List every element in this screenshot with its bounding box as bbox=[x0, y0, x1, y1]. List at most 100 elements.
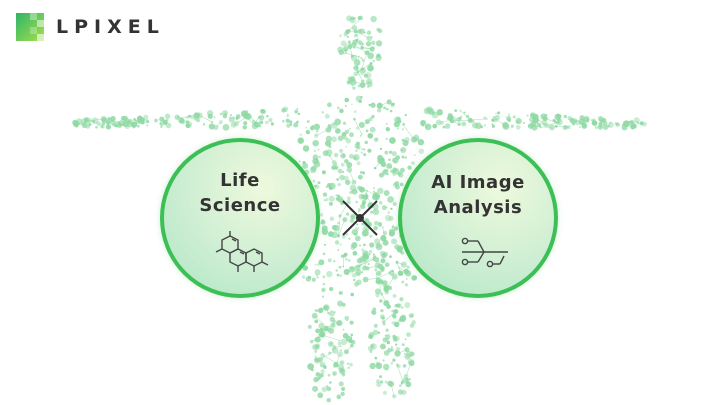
figure-dot bbox=[285, 118, 290, 123]
figure-dot bbox=[391, 313, 397, 319]
figure-dot bbox=[366, 30, 372, 35]
figure-dot bbox=[376, 277, 379, 280]
figure-dot bbox=[390, 166, 393, 169]
figure-dot bbox=[363, 73, 368, 78]
figure-dot bbox=[206, 110, 214, 117]
figure-dot bbox=[344, 48, 347, 52]
figure-dot bbox=[370, 15, 377, 23]
figure-dot bbox=[377, 187, 384, 195]
figure-dot bbox=[341, 373, 346, 377]
figure-dot bbox=[321, 295, 325, 298]
figure-dot bbox=[325, 135, 332, 142]
figure-link bbox=[396, 363, 404, 382]
figure-dot bbox=[345, 233, 349, 236]
figure-dot bbox=[337, 194, 341, 198]
figure-dot bbox=[193, 112, 200, 119]
figure-dot bbox=[334, 165, 339, 170]
figure-dot bbox=[314, 269, 321, 276]
figure-dot bbox=[327, 258, 332, 263]
figure-dot bbox=[579, 115, 585, 121]
figure-dot bbox=[105, 124, 112, 130]
figure-dot bbox=[399, 272, 403, 276]
figure-dot bbox=[360, 79, 365, 84]
figure-dot bbox=[342, 265, 345, 268]
figure-dot bbox=[380, 235, 387, 242]
figure-dot bbox=[326, 386, 332, 392]
figure-dot bbox=[361, 59, 365, 62]
figure-dot bbox=[379, 299, 383, 303]
figure-dot bbox=[314, 263, 317, 266]
figure-dot bbox=[187, 125, 190, 129]
figure-dot bbox=[317, 376, 321, 380]
figure-dot bbox=[270, 122, 274, 126]
figure-dot bbox=[325, 197, 329, 202]
figure-dot bbox=[491, 124, 495, 128]
figure-dot bbox=[91, 117, 99, 124]
figure-dot bbox=[338, 148, 344, 154]
figure-dot bbox=[323, 304, 330, 312]
figure-dot bbox=[502, 122, 510, 130]
figure-dot bbox=[454, 109, 458, 112]
figure-dot bbox=[400, 381, 404, 385]
figure-dot bbox=[339, 345, 342, 348]
figure-dot bbox=[585, 118, 590, 123]
figure-dot bbox=[409, 323, 415, 328]
figure-dot bbox=[432, 123, 438, 129]
figure-dot bbox=[325, 185, 328, 188]
figure-dot bbox=[399, 167, 405, 173]
figure-dot bbox=[375, 362, 383, 370]
figure-dot bbox=[369, 62, 373, 66]
brand-logo[interactable]: LPIXEL bbox=[16, 13, 165, 41]
figure-dot bbox=[554, 120, 558, 124]
figure-dot bbox=[379, 147, 383, 151]
figure-dot bbox=[381, 205, 387, 211]
figure-dot bbox=[339, 34, 342, 38]
figure-dot bbox=[442, 125, 446, 129]
figure-dot bbox=[314, 355, 317, 358]
figure-dot bbox=[362, 229, 369, 237]
figure-dot bbox=[349, 320, 354, 325]
figure-dot bbox=[323, 325, 329, 332]
figure-dot bbox=[339, 368, 344, 372]
figure-dot bbox=[378, 201, 383, 205]
figure-dot bbox=[371, 36, 374, 39]
figure-dot bbox=[328, 201, 333, 206]
figure-dot bbox=[369, 234, 373, 238]
figure-dot bbox=[472, 122, 479, 129]
figure-dot bbox=[401, 128, 404, 131]
figure-dot bbox=[322, 170, 326, 175]
figure-dot bbox=[390, 361, 394, 365]
figure-dot bbox=[357, 15, 362, 21]
figure-dot bbox=[320, 219, 326, 225]
figure-dot bbox=[401, 314, 406, 319]
figure-dot bbox=[381, 320, 386, 324]
figure-link bbox=[362, 60, 375, 70]
figure-dot bbox=[313, 149, 316, 152]
figure-dot bbox=[347, 128, 350, 131]
figure-dot bbox=[324, 140, 332, 147]
figure-dot bbox=[526, 114, 529, 117]
figure-dot bbox=[321, 228, 329, 236]
figure-dot bbox=[369, 46, 375, 52]
figure-dot bbox=[364, 50, 370, 56]
figure-dot bbox=[406, 332, 412, 338]
figure-dot bbox=[346, 199, 352, 205]
figure-dot bbox=[343, 349, 349, 355]
figure-dot bbox=[323, 243, 326, 246]
figure-dot bbox=[337, 46, 344, 53]
figure-dot bbox=[578, 118, 585, 125]
figure-dot bbox=[386, 99, 392, 105]
figure-dot bbox=[311, 312, 318, 319]
figure-dot bbox=[317, 392, 324, 399]
figure-dot bbox=[393, 321, 400, 328]
figure-dot bbox=[257, 116, 261, 119]
ai-image-analysis-line1: AI Image bbox=[431, 172, 525, 193]
figure-dot bbox=[351, 103, 353, 106]
figure-dot bbox=[374, 356, 378, 360]
figure-dot bbox=[404, 338, 407, 341]
figure-dot bbox=[346, 35, 350, 39]
figure-dot bbox=[379, 343, 386, 350]
figure-dot bbox=[366, 85, 370, 88]
figure-dot bbox=[345, 145, 348, 148]
